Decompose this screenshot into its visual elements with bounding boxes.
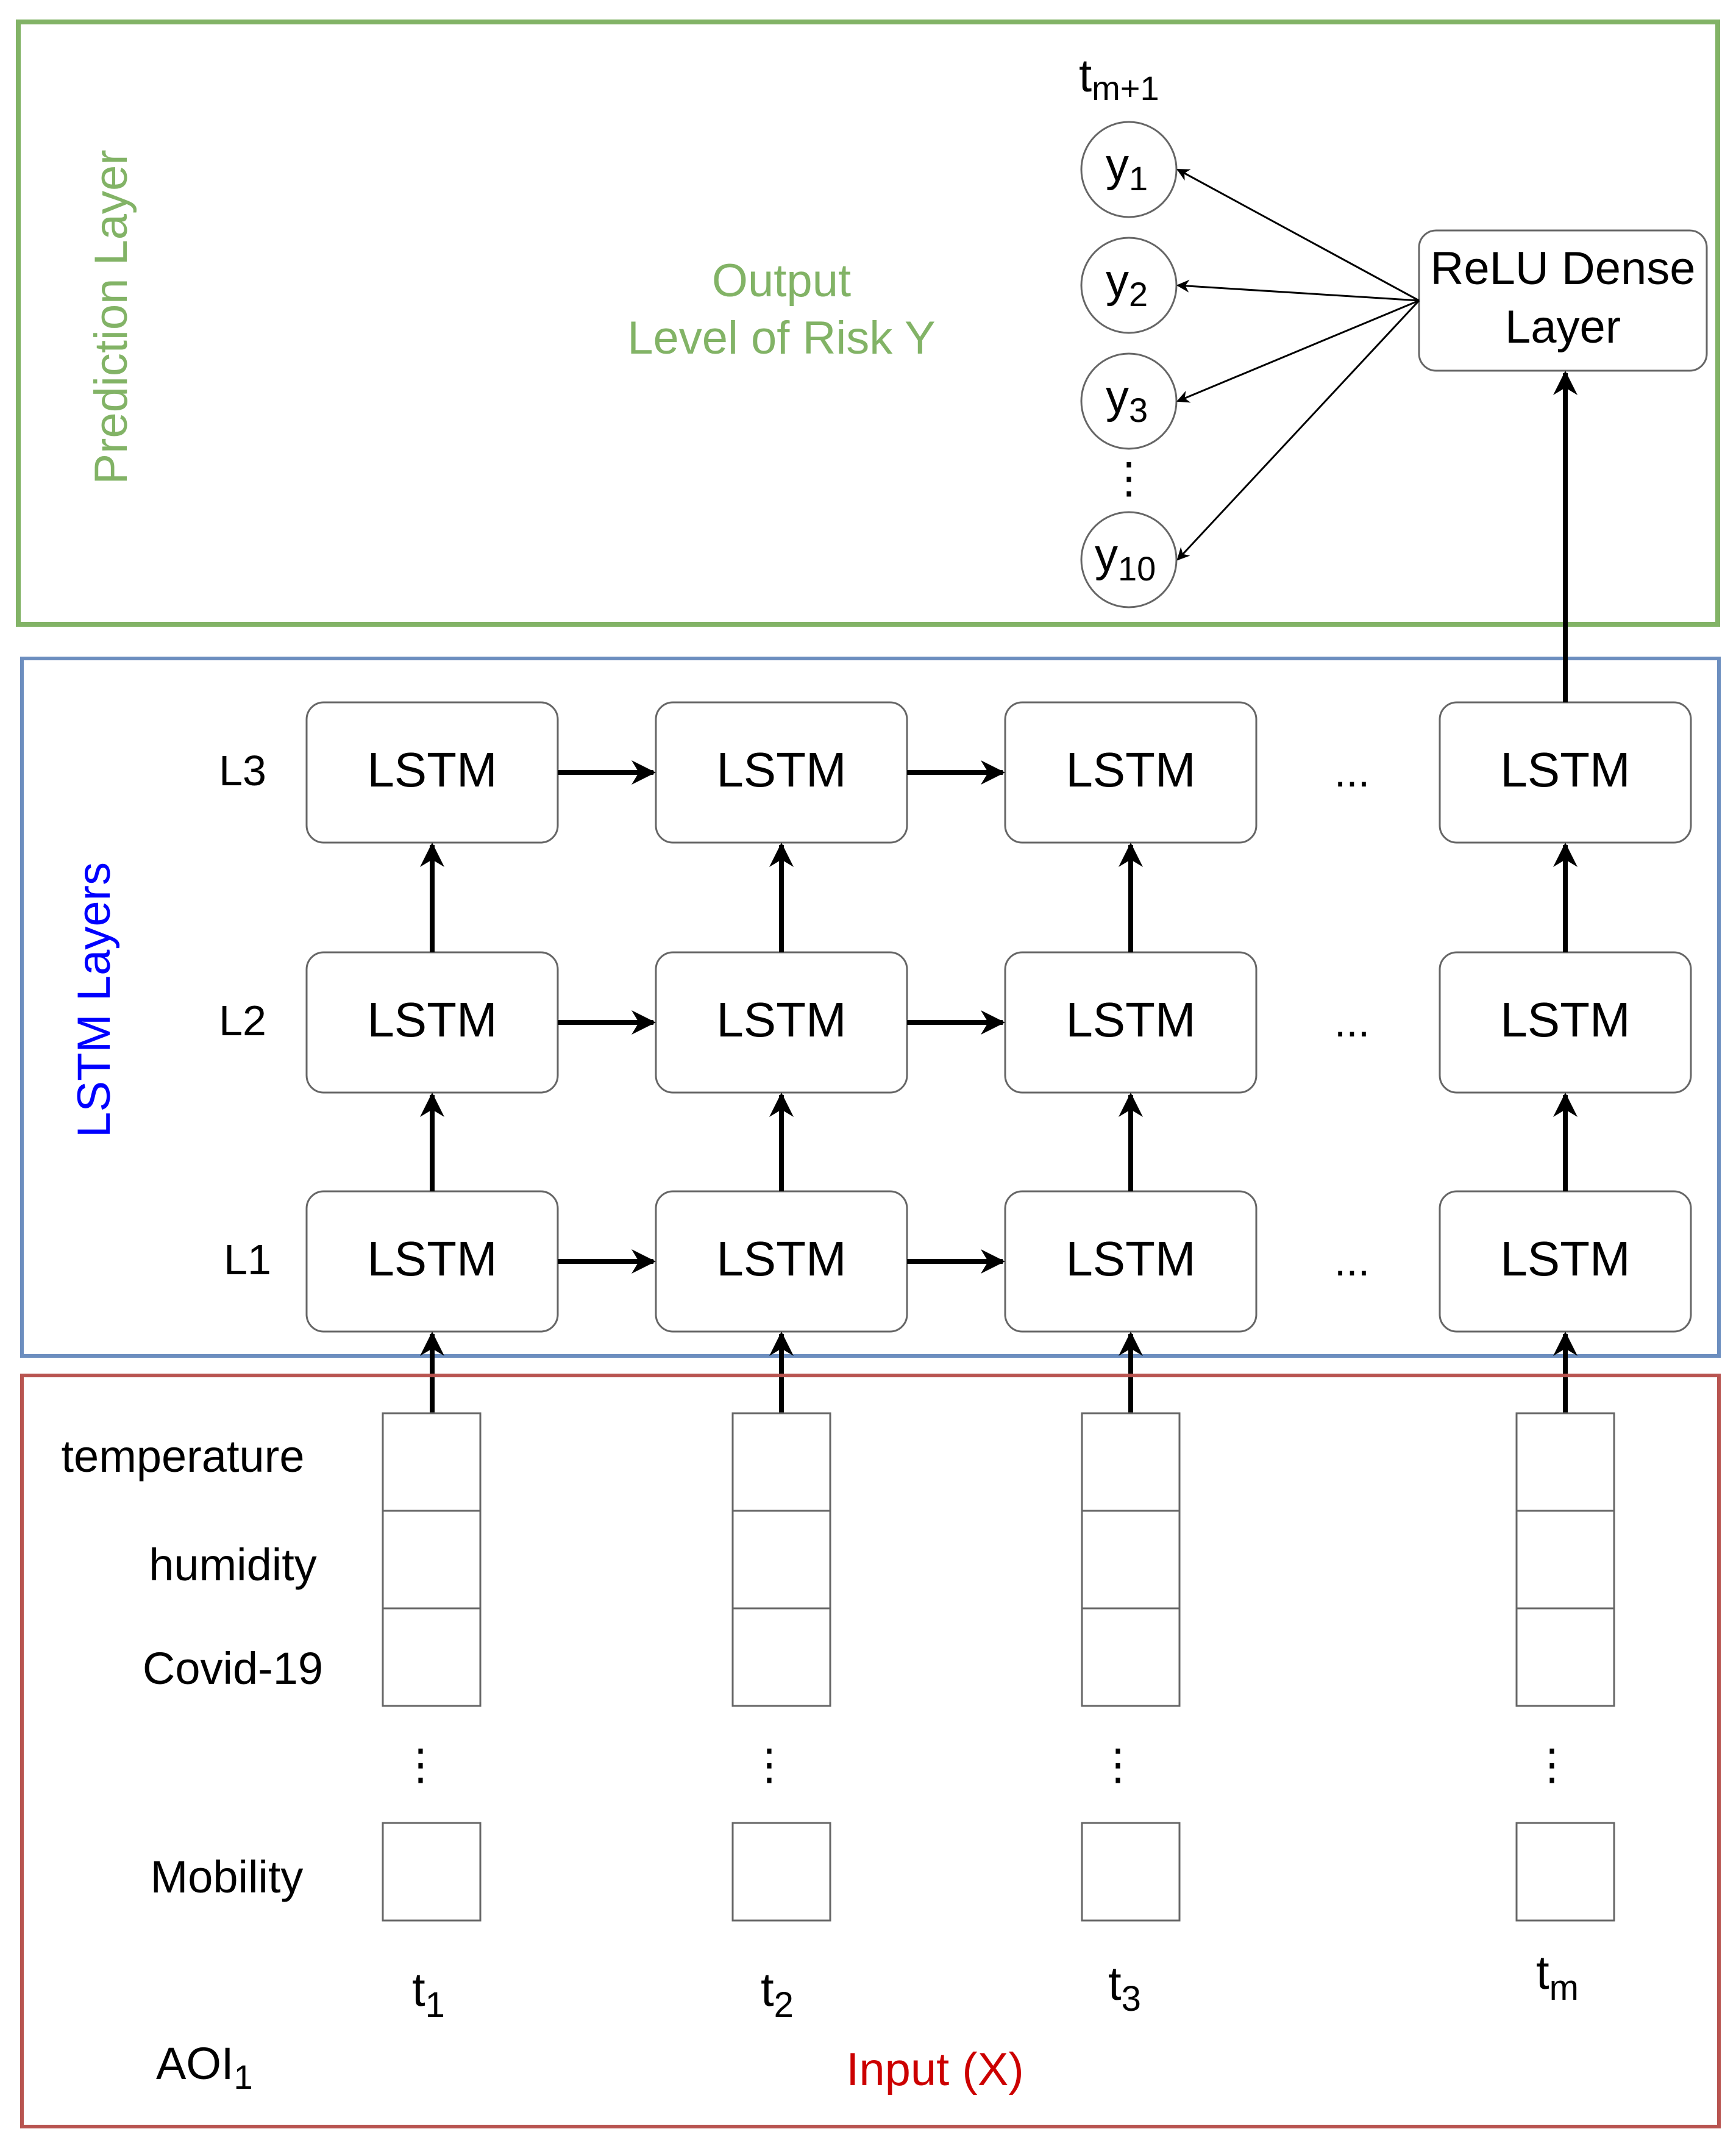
- row-label-l1: L1: [224, 1236, 271, 1283]
- output-y3-base: y: [1106, 371, 1129, 423]
- output-y1-sub: 1: [1129, 159, 1148, 198]
- dense-layer-line1: ReLU Dense: [1430, 243, 1695, 294]
- output-y10-base: y: [1095, 529, 1118, 581]
- feature-cell: [1081, 1607, 1181, 1707]
- aoi-label: AOI1: [156, 2038, 253, 2096]
- input-ellipsis: ⋮: [748, 1741, 791, 1788]
- svg-text:y2: y2: [1106, 255, 1148, 313]
- output-y3-sub: 3: [1129, 391, 1148, 429]
- input-layer-frame: [20, 1374, 1721, 2128]
- feature-cell: [382, 1822, 482, 1922]
- lstm-label: LSTM: [1065, 993, 1195, 1047]
- feature-label-covid: Covid-19: [143, 1643, 323, 1694]
- feature-cell: [1081, 1510, 1181, 1610]
- feature-cell: [382, 1607, 482, 1707]
- row-label-l3: L3: [219, 747, 266, 794]
- lstm-label: LSTM: [367, 1232, 497, 1286]
- t1-sub: 1: [425, 1985, 445, 2025]
- feature-cell: [1515, 1607, 1615, 1707]
- input-ellipsis: ⋮: [1531, 1741, 1573, 1788]
- lstm-ellipsis-l3: ...: [1334, 748, 1370, 796]
- prediction-time-sub: m+1: [1092, 69, 1159, 107]
- lstm-label: LSTM: [1065, 743, 1195, 797]
- relu-dense-layer: ReLU Dense Layer: [1418, 229, 1708, 372]
- dense-to-output-arrows: [1176, 168, 1420, 561]
- svg-text:y3: y3: [1106, 371, 1148, 429]
- feature-label-temperature: temperature: [62, 1431, 305, 1482]
- svg-text:y10: y10: [1095, 529, 1156, 588]
- arrow-dense-y1: [1176, 168, 1420, 302]
- prediction-time-base: t: [1079, 50, 1092, 102]
- prediction-layer-title: Prediction Layer: [85, 149, 137, 484]
- tm-base: t: [1536, 1946, 1549, 1999]
- lstm-label: LSTM: [1065, 1232, 1195, 1286]
- output-node-y1: y1: [1080, 121, 1178, 218]
- feature-cell: [1515, 1510, 1615, 1610]
- input-ellipsis: ⋮: [1097, 1741, 1139, 1788]
- lstm-label: LSTM: [716, 743, 846, 797]
- layer-arrows: [420, 371, 1578, 1413]
- feature-cell: [382, 1510, 482, 1610]
- input-ellipsis: ⋮: [399, 1741, 442, 1788]
- row-label-l2: L2: [219, 997, 266, 1044]
- output-node-y10: y10: [1080, 511, 1178, 608]
- prediction-layer-frame: [16, 20, 1720, 627]
- lstm-label: LSTM: [367, 993, 497, 1047]
- feature-cell: [1515, 1822, 1615, 1922]
- dense-layer-line2: Layer: [1505, 301, 1621, 353]
- feature-label-mobility: Mobility: [151, 1852, 304, 1902]
- output-y10-sub: 10: [1118, 549, 1156, 588]
- t1-base: t: [412, 1963, 425, 2016]
- output-label-line1: Output: [712, 255, 851, 307]
- t3-base: t: [1108, 1956, 1122, 2010]
- output-y1-base: y: [1106, 139, 1129, 191]
- time-label-t3: t3: [1108, 1956, 1141, 2019]
- tm-sub: m: [1549, 1968, 1579, 2008]
- lstm-label: LSTM: [716, 993, 846, 1047]
- lstm-label: LSTM: [1500, 1232, 1630, 1286]
- prediction-time-label: tm+1: [1079, 50, 1159, 107]
- lstm-layers-title: LSTM Layers: [68, 862, 120, 1138]
- aoi-base: AOI: [156, 2038, 233, 2089]
- feature-cell: [382, 1412, 482, 1512]
- feature-cell: [1081, 1412, 1181, 1512]
- feature-cell: [731, 1822, 831, 1922]
- feature-cell: [1081, 1822, 1181, 1922]
- output-ellipsis: ⋮: [1108, 454, 1150, 502]
- time-label-tm: tm: [1536, 1946, 1579, 2008]
- lstm-cells: [305, 701, 1692, 1333]
- output-node-y2: y2: [1080, 237, 1178, 334]
- temporal-arrows: [558, 760, 1005, 1274]
- lstm-ellipsis-l1: ...: [1334, 1237, 1370, 1285]
- feature-cell: [1515, 1412, 1615, 1512]
- arrow-dense-y2: [1176, 279, 1420, 302]
- t3-sub: 3: [1122, 1979, 1141, 2019]
- svg-text:y1: y1: [1106, 139, 1148, 198]
- aoi-sub: 1: [233, 2058, 252, 2096]
- feature-label-humidity: humidity: [149, 1539, 317, 1590]
- lstm-label: LSTM: [1500, 743, 1630, 797]
- output-label-line2: Level of Risk Y: [627, 312, 936, 364]
- arrow-dense-y3: [1176, 299, 1420, 403]
- feature-cell: [731, 1510, 831, 1610]
- arrow-dense-y10: [1176, 299, 1420, 561]
- lstm-label: LSTM: [1500, 993, 1630, 1047]
- output-node-y3: y3: [1080, 352, 1178, 450]
- lstm-ellipsis-l2: ...: [1334, 998, 1370, 1046]
- t2-sub: 2: [774, 1985, 794, 2025]
- feature-cell: [731, 1412, 831, 1512]
- lstm-cell-labels: LSTM LSTM LSTM LSTM LSTM LSTM LSTM LSTM …: [367, 743, 1630, 1286]
- lstm-layers-frame: [20, 657, 1721, 1358]
- feature-cell: [731, 1607, 831, 1707]
- lstm-label: LSTM: [716, 1232, 846, 1286]
- input-feature-vectors: [382, 1412, 1615, 1922]
- input-layer-title: Input (X): [846, 2044, 1023, 2095]
- output-y2-base: y: [1106, 255, 1129, 307]
- time-label-t2: t2: [761, 1963, 794, 2025]
- t2-base: t: [761, 1963, 774, 2016]
- output-y2-sub: 2: [1129, 275, 1148, 313]
- lstm-label: LSTM: [367, 743, 497, 797]
- time-label-t1: t1: [412, 1963, 445, 2025]
